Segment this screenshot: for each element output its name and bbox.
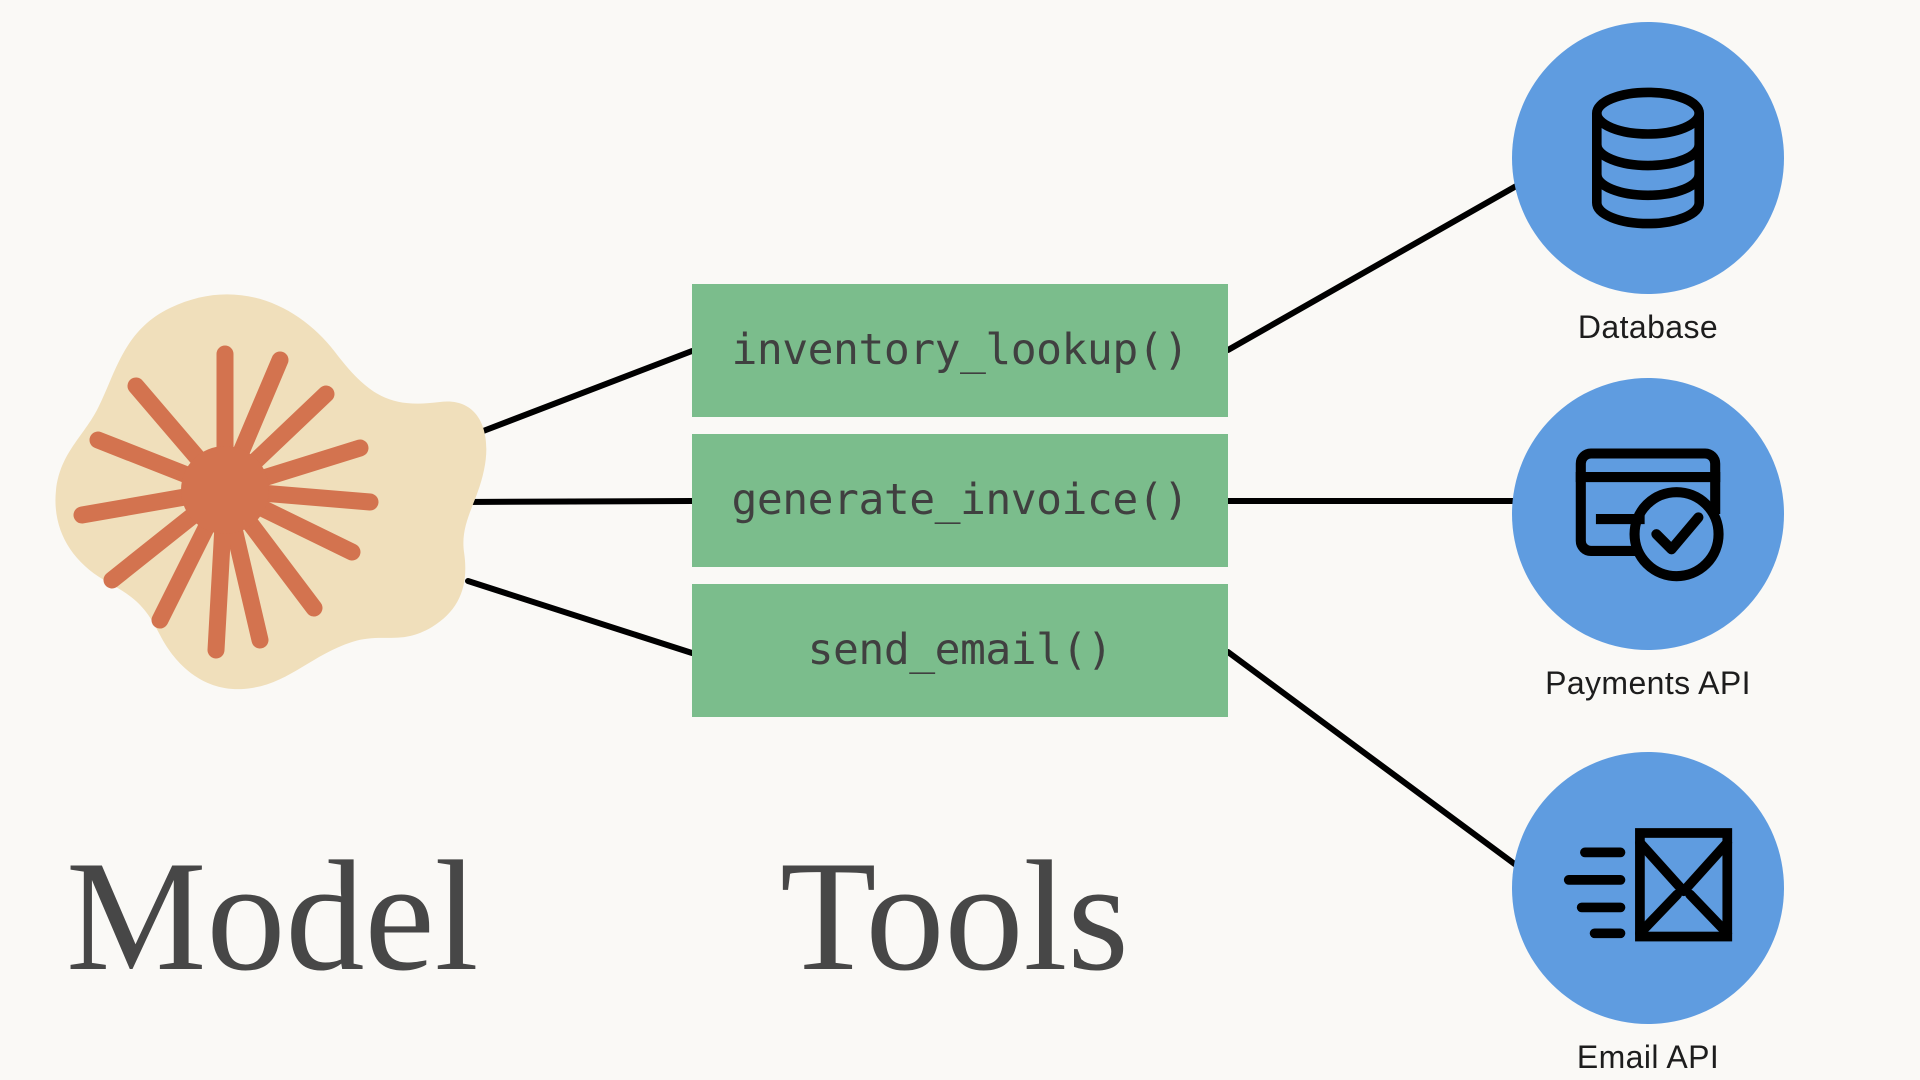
service-node-email-api[interactable]: Email API [1512, 752, 1784, 1075]
database-icon [1592, 87, 1704, 229]
credit-card-check-icon [1575, 448, 1724, 582]
model-node[interactable] [40, 290, 490, 710]
edge-model-to-generate-invoice [460, 498, 695, 505]
envelope-send-icon [1563, 828, 1733, 942]
edge-inventory-lookup-to-database [1225, 182, 1521, 353]
service-circle[interactable] [1512, 378, 1784, 650]
tool-box-generate-invoice[interactable]: generate_invoice() [692, 434, 1228, 567]
model-blob-icon [55, 294, 487, 690]
edge-model-to-send-email [465, 578, 695, 656]
tool-label: generate_invoice() [731, 475, 1190, 525]
service-circle[interactable] [1512, 752, 1784, 1024]
service-label: Database [1577, 309, 1719, 345]
service-node-database[interactable]: Database [1512, 22, 1784, 345]
edge-send-email-to-email-api [1225, 649, 1523, 871]
service-circle[interactable] [1512, 22, 1784, 294]
service-label: Email API [1576, 1039, 1720, 1075]
tool-label: send_email() [807, 625, 1113, 675]
tool-box-send-email[interactable]: send_email() [692, 584, 1228, 717]
service-label: Payments API [1545, 665, 1751, 701]
tool-label: inventory_lookup() [731, 325, 1190, 375]
tool-box-inventory-lookup[interactable]: inventory_lookup() [692, 284, 1228, 417]
starburst-icon [73, 345, 379, 659]
edge-model-to-inventory-lookup [475, 348, 695, 436]
service-node-payments-api[interactable]: Payments API [1512, 378, 1784, 701]
caption-model: Model [66, 829, 479, 1004]
caption-tools: Tools [780, 829, 1129, 1004]
